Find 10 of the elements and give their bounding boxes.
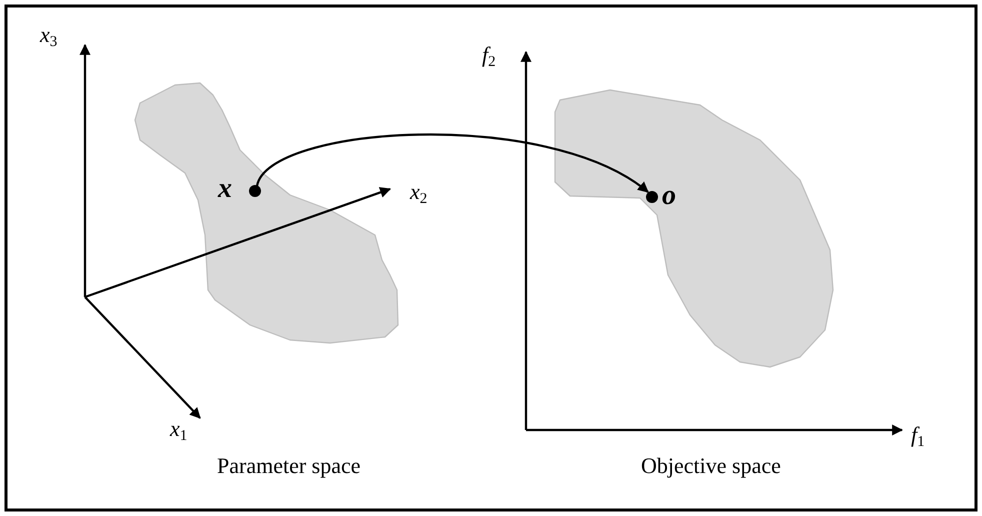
axis-label: f$_{1}$ <box>911 424 925 450</box>
caption: Parameter space <box>217 455 361 477</box>
caption: Objective space <box>641 455 781 477</box>
axis-label: f$_{2}$ <box>482 44 496 70</box>
axis-label: x$_{2}$ <box>410 181 428 207</box>
mapping-arrow <box>256 134 649 193</box>
axis-label: x$_{3}$ <box>40 24 58 50</box>
axis-label: x$_{1}$ <box>170 418 188 444</box>
point-label: o <box>662 182 676 210</box>
point-label: x <box>218 175 232 203</box>
